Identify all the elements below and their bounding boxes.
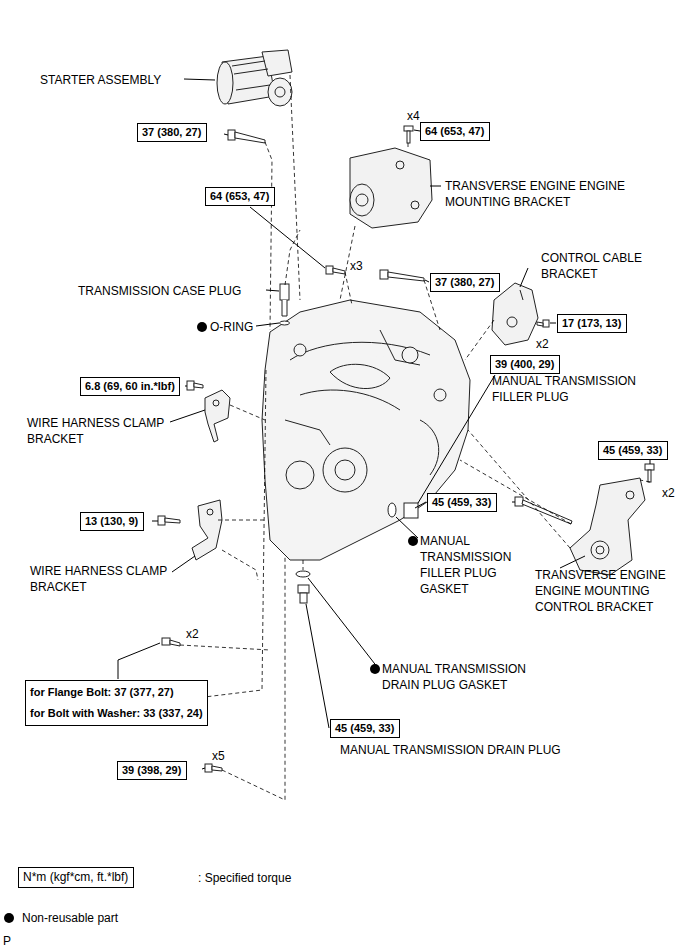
torque-box: 13 (130, 9) (80, 512, 144, 531)
part-label: WIRE HARNESS CLAMP BRACKET (30, 563, 180, 595)
torque-value: 45 (459, 33) (335, 721, 395, 736)
torque-value: 39 (400, 29) (495, 357, 555, 372)
filler-plug (388, 503, 418, 518)
mounting-control-bracket (570, 478, 645, 575)
bolt (380, 270, 424, 281)
bolt (326, 266, 345, 274)
transmission-case (262, 300, 470, 560)
torque-value: 37 (380, 27) (142, 125, 202, 140)
bolt (537, 320, 549, 327)
torque-box: 37 (380, 27) (430, 273, 500, 292)
part-label: MANUAL TRANSMISSION FILLER PLUG (492, 373, 662, 405)
bolt (162, 638, 180, 646)
quantity-mark: x5 (212, 748, 225, 764)
quantity-mark: x3 (350, 258, 363, 274)
torque-value: 17 (173, 13) (562, 316, 622, 331)
bolt (205, 764, 222, 772)
leader-lines (118, 79, 650, 769)
wire-harness-clamp-bracket (205, 390, 230, 442)
control-cable-bracket (492, 283, 538, 345)
drain-plug (296, 571, 310, 603)
part-label: P (3, 933, 11, 949)
quantity-mark: x2 (186, 626, 199, 642)
part-label: O-RING (210, 319, 253, 335)
bolt (404, 126, 413, 143)
engine-mounting-bracket (350, 148, 432, 228)
part-label: TRANSVERSE ENGINE ENGINE MOUNTING CONTRO… (535, 567, 683, 615)
torque-box: 45 (459, 33) (427, 493, 497, 512)
legend-text: Non-reusable part (22, 910, 118, 926)
part-label: STARTER ASSEMBLY (40, 72, 161, 88)
case-plug (280, 284, 290, 325)
torque-box: 45 (459, 33) (330, 719, 400, 738)
torque-box: 37 (380, 27) (137, 123, 207, 142)
torque-box: 45 (459, 33) (598, 441, 668, 460)
torque-box: for Flange Bolt: 37 (377, 27)for Bolt wi… (25, 680, 208, 726)
torque-box: 64 (653, 47) (205, 187, 275, 206)
torque-value: 37 (380, 27) (435, 275, 495, 290)
torque-box: 39 (400, 29) (490, 355, 560, 374)
quantity-mark: x4 (407, 108, 420, 124)
quantity-mark: x2 (662, 485, 675, 501)
torque-value: 39 (398, 29) (122, 763, 182, 778)
quantity-mark: x2 (536, 336, 549, 352)
torque-box: 6.8 (69, 60 in.*lbf) (80, 377, 180, 396)
torque-value: N*m (kgf*cm, ft.*lbf) (23, 869, 129, 886)
torque-value: 64 (653, 47) (210, 189, 270, 204)
bolt (187, 381, 203, 390)
part-label: MANUAL TRANSMISSION DRAIN PLUG GASKET (382, 661, 542, 693)
torque-box: 39 (398, 29) (117, 761, 187, 780)
part-label: TRANSVERSE ENGINE ENGINE MOUNTING BRACKE… (445, 178, 645, 210)
starter-assembly (217, 50, 292, 106)
non-reusable-dot (4, 322, 418, 923)
torque-value: 45 (459, 33) (432, 495, 492, 510)
part-label: WIRE HARNESS CLAMP BRACKET (27, 415, 177, 447)
torque-value: 6.8 (69, 60 in.*lbf) (85, 379, 175, 394)
torque-value: for Bolt with Washer: 33 (337, 24) (30, 703, 203, 724)
bolt (158, 516, 180, 525)
assembly-lines (180, 75, 650, 800)
bolt (645, 464, 654, 482)
torque-box: 17 (173, 13) (557, 314, 627, 333)
torque-value: 64 (653, 47) (425, 124, 485, 139)
part-label: CONTROL CABLE BRACKET (541, 250, 656, 282)
part-label: MANUAL TRANSMISSION FILLER PLUG GASKET (420, 533, 525, 597)
part-label: MANUAL TRANSMISSION DRAIN PLUG (340, 742, 561, 758)
wire-harness-clamp-bracket (192, 500, 222, 560)
part-label: : Specified torque (198, 870, 291, 886)
torque-value: 13 (130, 9) (85, 514, 139, 529)
part-label: TRANSMISSION CASE PLUG (78, 283, 241, 299)
torque-value: 45 (459, 33) (603, 443, 663, 458)
bolt (228, 130, 265, 143)
torque-value: for Flange Bolt: 37 (377, 27) (30, 682, 203, 703)
torque-box: 64 (653, 47) (420, 122, 490, 141)
legend-torque-box: N*m (kgf*cm, ft.*lbf) (18, 867, 134, 888)
